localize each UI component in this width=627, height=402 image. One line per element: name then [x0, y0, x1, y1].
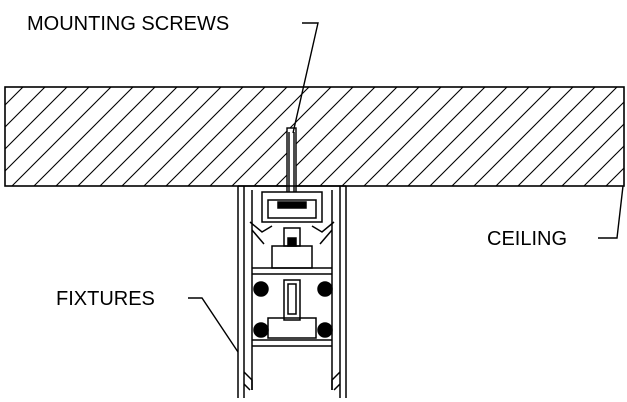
leader-ceiling [598, 185, 624, 239]
leader-fixtures [188, 297, 239, 353]
label-mounting-screws: MOUNTING SCREWS [27, 13, 229, 35]
ceiling-slab [4, 86, 625, 187]
leader-mounting-screws [292, 22, 319, 134]
fixture-profile [237, 185, 347, 398]
label-fixtures: FIXTURES [56, 288, 155, 310]
label-ceiling: CEILING [487, 228, 567, 250]
